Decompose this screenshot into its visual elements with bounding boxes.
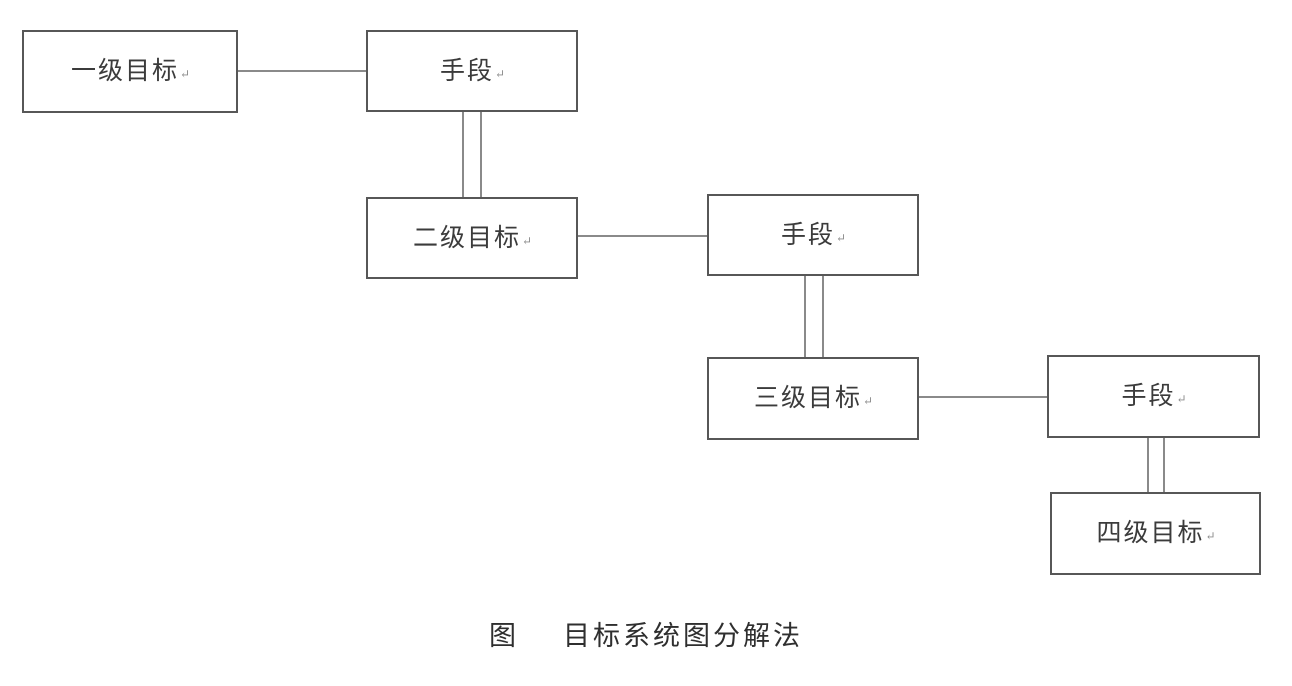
node-goal-level-1[interactable]: 一级目标↵	[22, 30, 238, 113]
connector-means2-to-goal3	[804, 275, 824, 358]
node-label: 手段	[780, 221, 835, 249]
paragraph-return-mark: ↵	[835, 230, 847, 245]
figure-caption-prefix: 图	[489, 621, 519, 651]
node-label: 手段	[439, 57, 494, 85]
paragraph-return-mark: ↵	[1205, 529, 1216, 543]
paragraph-return-mark: ↵	[1176, 392, 1187, 406]
paragraph-return-mark: ↵	[521, 233, 533, 248]
node-label: 二级目标	[412, 224, 521, 252]
connector-line-left	[804, 275, 806, 358]
node-goal-level-2[interactable]: 二级目标↵	[366, 197, 578, 279]
connector-goal1-to-means1	[238, 70, 366, 72]
node-means-level-3[interactable]: 手段↵	[1047, 355, 1260, 438]
paragraph-return-mark: ↵	[494, 66, 506, 81]
connector-line-right	[480, 112, 482, 198]
node-means-level-2[interactable]: 手段↵	[707, 194, 919, 276]
figure-caption-title: 目标系统图分解法	[563, 621, 803, 651]
connector-goal3-to-means3	[919, 396, 1047, 398]
paragraph-return-mark: ↵	[862, 394, 874, 408]
connector-line-right	[1163, 437, 1165, 493]
connector-goal2-to-means2	[578, 235, 707, 237]
connector-means1-to-goal2	[462, 112, 482, 198]
node-label: 一级目标	[70, 58, 179, 85]
connector-means3-to-goal4	[1147, 437, 1165, 493]
figure-caption: 图 目标系统图分解法	[0, 614, 1292, 653]
node-label: 手段	[1121, 383, 1176, 410]
node-label: 三级目标	[753, 385, 862, 412]
connector-line-right	[822, 275, 824, 358]
node-goal-level-4[interactable]: 四级目标↵	[1050, 492, 1261, 575]
paragraph-return-mark: ↵	[179, 67, 191, 81]
node-label: 四级目标	[1096, 520, 1205, 547]
connector-line-left	[1147, 437, 1149, 493]
node-goal-level-3[interactable]: 三级目标↵	[707, 357, 919, 440]
node-means-level-1[interactable]: 手段↵	[366, 30, 578, 112]
connector-line-left	[462, 112, 464, 198]
